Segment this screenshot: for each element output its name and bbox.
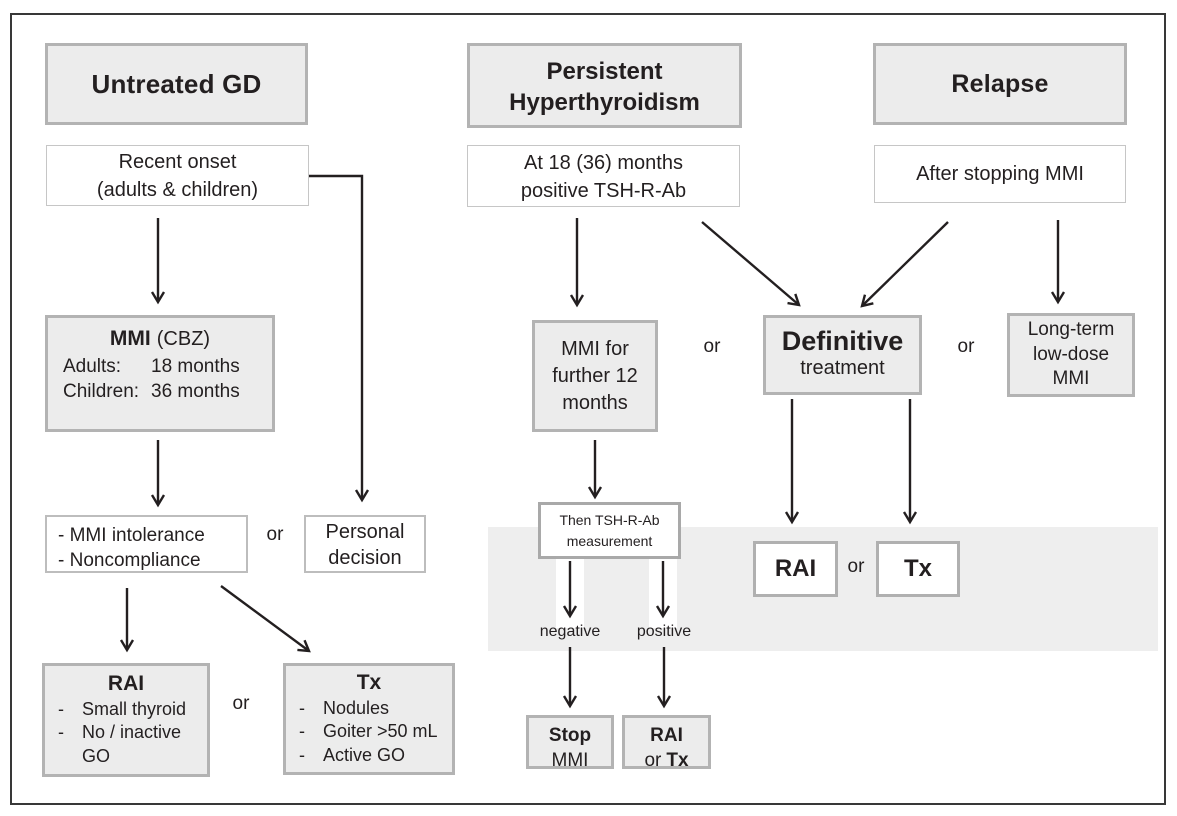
recent-onset-line1: Recent onset — [118, 151, 237, 173]
positive-label: positive — [636, 623, 692, 640]
recent-onset-box: Recent onset (adults & children) — [46, 145, 309, 206]
mmi-cbz-title: MMI(CBZ) — [48, 327, 272, 351]
arrow-intolerance-to-tx — [220, 585, 311, 653]
rai-item: -Small thyroid — [58, 699, 187, 719]
arrow-relapse-to-definitive — [860, 221, 949, 308]
stop-mmi-box: Stop MMI — [526, 715, 614, 771]
tx-item: -Active GO — [299, 744, 406, 765]
mmi-row-children: Children:36 months — [63, 381, 240, 403]
rai-item: -No / inactive GO — [58, 722, 182, 766]
recent-onset-line2: (adults & children) — [96, 179, 259, 201]
tx-detail-title: Tx — [356, 671, 382, 694]
or-label-rai-tx: or — [232, 693, 250, 714]
tx-detail-box: Tx -Nodules -Goiter >50 mL -Active GO — [283, 663, 455, 775]
intolerance-box: - MMI intolerance - Noncompliance — [45, 515, 248, 573]
band-tx-box: Tx — [876, 541, 960, 597]
longterm-mmi-box: Long-term low-dose MMI — [1007, 313, 1135, 397]
mmi-title-rest: (CBZ) — [156, 328, 211, 350]
mmi-title-bold: MMI — [109, 327, 151, 350]
tshrab-measurement-box: Then TSH-R-Ab measurement — [538, 502, 681, 559]
tx-item: -Nodules — [299, 698, 390, 718]
or-label-longterm: or — [957, 336, 975, 357]
intolerance-line2: - Noncompliance — [58, 550, 201, 572]
definitive-treatment-box: Definitive treatment — [763, 315, 922, 395]
mmi-row-adults: Adults:18 months — [63, 356, 240, 377]
rai-detail-title: RAI — [107, 672, 145, 695]
arrow-at18-to-definitive — [701, 221, 801, 307]
at18-months-box: At 18 (36) months positive TSH-R-Ab — [467, 145, 740, 207]
header-persistent-hyperthyroidism: Persistent Hyperthyroidism — [467, 43, 742, 128]
band-rai-box: RAI — [753, 541, 838, 597]
after-stopping-mmi-box: After stopping MMI — [874, 145, 1126, 203]
header-untreated-gd: Untreated GD — [45, 43, 308, 125]
arrow-onset-to-personal-decision — [309, 174, 370, 503]
negative-label: negative — [539, 623, 601, 640]
or-label-band: or — [847, 556, 865, 577]
mmi-further-box: MMI for further 12 months — [532, 320, 658, 432]
intolerance-line1: - MMI intolerance — [58, 525, 205, 546]
tx-item: -Goiter >50 mL — [299, 721, 438, 742]
or-label-definitive: or — [703, 336, 721, 357]
mmi-cbz-box: MMI(CBZ) Adults:18 months Children:36 mo… — [45, 315, 275, 432]
header-relapse: Relapse — [873, 43, 1127, 125]
personal-decision-box: Personal decision — [304, 515, 426, 573]
rai-detail-box: RAI -Small thyroid -No / inactive GO — [42, 663, 210, 777]
figure-border — [10, 13, 1166, 805]
or-label-personal: or — [266, 524, 284, 545]
